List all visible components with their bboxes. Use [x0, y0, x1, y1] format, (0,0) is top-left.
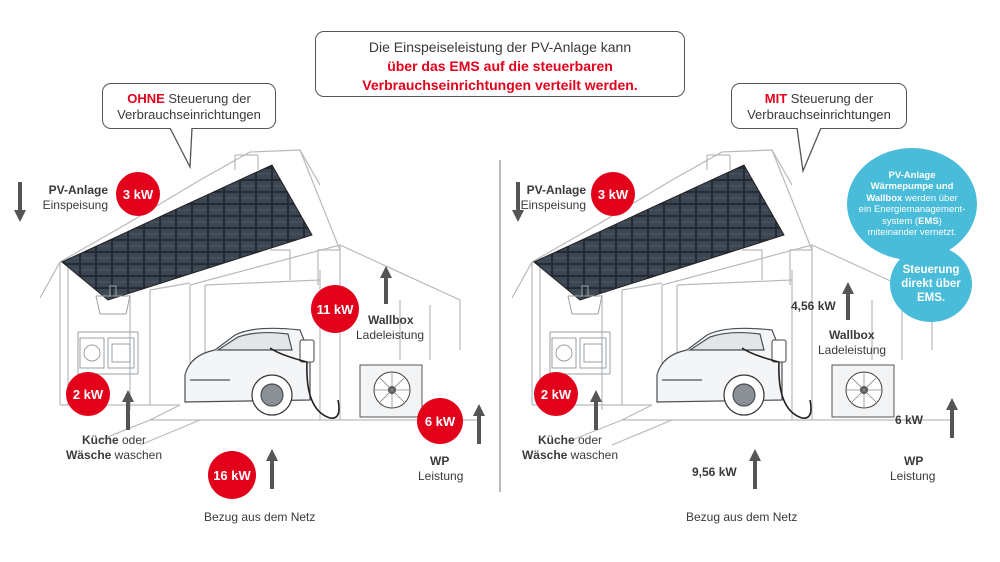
right-kitchen-value-circle: 2 kW — [534, 372, 578, 416]
left-pv-title: PV-Anlage — [28, 183, 108, 197]
left-grid-value-circle: 16 kW — [208, 451, 256, 499]
headline-line2: über das EMS auf die steuerbaren — [316, 57, 684, 76]
right-grid-value: 9,56 kW — [692, 465, 737, 479]
right-pv-sub: Einspeisung — [500, 198, 586, 212]
right-wp-value: 6 kW — [895, 413, 923, 427]
right-grid-up-arrow — [749, 449, 761, 494]
left-wp-up-arrow — [473, 404, 485, 449]
right-wp-title: WP — [904, 454, 923, 468]
left-grid-up-arrow — [266, 449, 278, 494]
left-wp-title: WP — [430, 454, 449, 468]
headline-line3: Verbrauchseinrichtungen verteilt werden. — [316, 76, 684, 95]
right-title-bubble: MIT Steuerung der Verbrauchseinrichtunge… — [731, 83, 907, 129]
right-bubble-tail — [795, 127, 825, 173]
right-kitchen-line1: Küche oder — [520, 433, 620, 447]
right-wallbox-up-arrow — [842, 282, 854, 325]
right-wallbox-sub: Ladeleistung — [818, 343, 886, 357]
right-kitchen-line2: Wäsche waschen — [520, 448, 620, 462]
left-wallbox-up-arrow — [380, 266, 392, 309]
right-wallbox-value: 4,56 kW — [791, 299, 836, 313]
left-kitchen-up-arrow — [122, 390, 134, 435]
right-title-line2: Verbrauchseinrichtungen — [732, 107, 906, 123]
left-title-rest: Steuerung der — [165, 91, 251, 106]
left-title-line2: Verbrauchseinrichtungen — [103, 107, 275, 123]
right-wp-up-arrow — [946, 398, 958, 443]
headline-line1: Die Einspeiseleistung der PV-Anlage kann — [316, 38, 684, 57]
left-wallbox-title: Wallbox — [368, 313, 414, 327]
left-title-emphasis: OHNE — [127, 91, 165, 106]
left-title-bubble: OHNE Steuerung der Verbrauchseinrichtung… — [102, 83, 276, 129]
right-pv-value-circle: 3 kW — [591, 172, 635, 216]
right-title-emphasis: MIT — [765, 91, 787, 106]
right-wallbox-title: Wallbox — [829, 328, 875, 342]
left-kitchen-value-circle: 2 kW — [66, 372, 110, 416]
ems-control-circle: Steuerung direkt über EMS. — [890, 246, 972, 322]
right-title-rest: Steuerung der — [787, 91, 873, 106]
left-pv-sub: Einspeisung — [28, 198, 108, 212]
left-wallbox-sub: Ladeleistung — [356, 328, 424, 342]
right-kitchen-up-arrow — [590, 390, 602, 435]
right-grid-label: Bezug aus dem Netz — [686, 510, 797, 524]
left-bubble-tail — [168, 127, 198, 169]
left-kitchen-line2: Wäsche waschen — [64, 448, 164, 462]
right-pv-title: PV-Anlage — [500, 183, 586, 197]
ems-info-circle: PV-Anlage Wärmepumpe und Wallbox werden … — [847, 148, 977, 260]
right-wp-sub: Leistung — [890, 469, 935, 483]
left-kitchen-line1: Küche oder — [64, 433, 164, 447]
left-wp-sub: Leistung — [418, 469, 463, 483]
left-wallbox-value-circle: 11 kW — [311, 285, 359, 333]
left-grid-label: Bezug aus dem Netz — [204, 510, 315, 524]
left-pv-value-circle: 3 kW — [116, 172, 160, 216]
left-wp-value-circle: 6 kW — [417, 398, 463, 444]
headline-bubble: Die Einspeiseleistung der PV-Anlage kann… — [315, 31, 685, 97]
left-pv-down-arrow — [14, 182, 26, 227]
